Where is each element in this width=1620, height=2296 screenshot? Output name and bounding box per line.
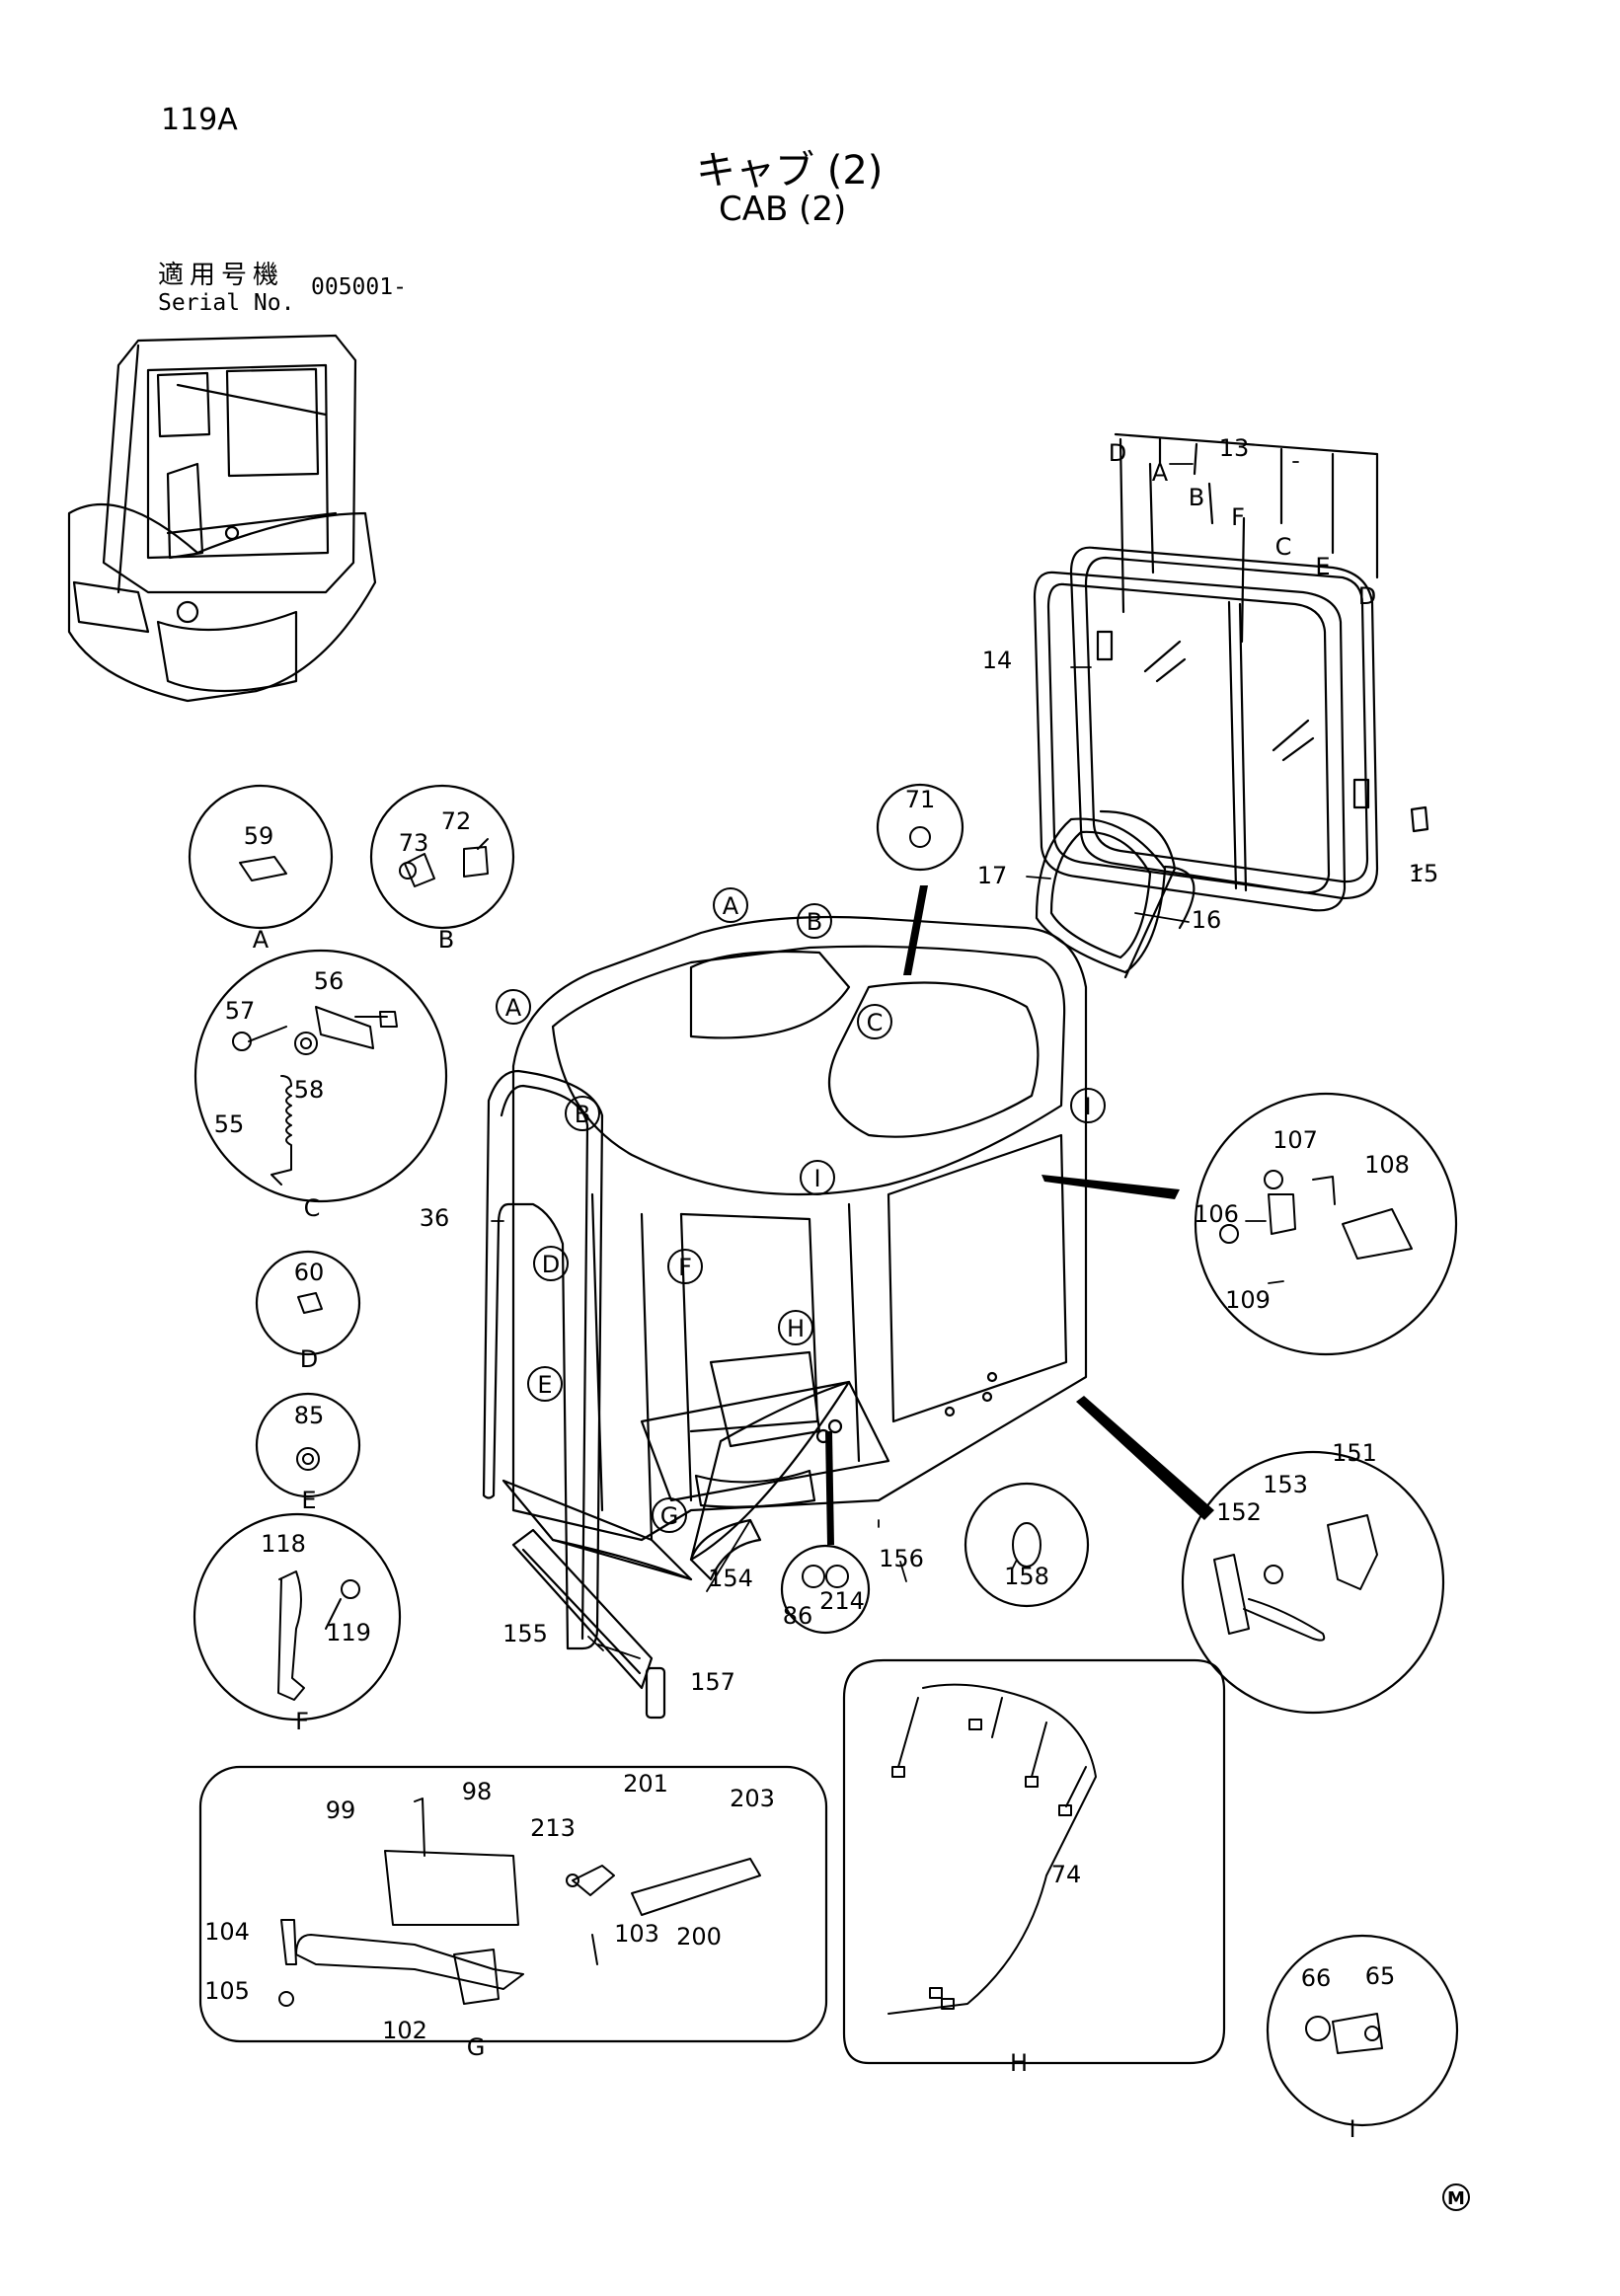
detail-label-a: A [253,926,270,954]
pointer-wedges [825,885,1214,1545]
callout-f: F [678,1254,692,1281]
title-english: CAB (2) [719,190,847,229]
cab-frame [501,915,1088,1581]
callout-a-left: A [505,994,522,1022]
part-label-118: 118 [261,1530,306,1558]
part-label-105: 105 [204,1977,250,2005]
window-letter-d1: D [1109,439,1126,467]
detail-label-g: G [467,2033,486,2061]
part-label-65: 65 [1365,1962,1396,1990]
part-label-103: 103 [614,1920,659,1948]
part-label-203: 203 [730,1785,775,1812]
part-label-213: 213 [530,1814,576,1842]
window-letter-b: B [1189,484,1204,511]
part-label-58: 58 [294,1076,325,1104]
door-weatherstrip [482,1069,604,1650]
window-letter-a: A [1152,459,1169,487]
part-label-152: 152 [1216,1498,1262,1526]
callout-c: C [867,1009,884,1036]
part-label-158: 158 [1004,1563,1049,1590]
footer-mark: M [1442,2183,1470,2211]
part-label-102: 102 [382,2017,427,2044]
part-label-109: 109 [1225,1286,1271,1314]
callout-e: E [537,1371,552,1399]
part-label-57: 57 [225,997,256,1025]
detail-label-e: E [301,1487,316,1514]
part-label-14: 14 [982,647,1013,674]
part-label-119: 119 [326,1619,371,1646]
part-label-201: 201 [623,1770,668,1798]
serial-label-english: Serial No. [158,290,295,316]
part-label-214: 214 [819,1587,865,1615]
part-label-60: 60 [294,1259,325,1286]
detail-label-i: I [1349,2115,1355,2143]
detail-label-h: H [1010,2049,1028,2077]
detail-label-c: C [304,1194,321,1222]
part-label-17: 17 [977,862,1008,889]
callout-d: D [542,1251,560,1278]
window-letter-d2: D [1358,582,1376,610]
callout-g: G [660,1502,679,1530]
part-label-156: 156 [879,1545,924,1572]
part-label-66: 66 [1301,1964,1332,1992]
machine-thumbnail [67,334,377,703]
part-label-15: 15 [1409,860,1439,887]
part-labels: 13 D A B F C E D 14 15 17 16 71 59 72 73… [204,434,1438,2143]
window-letter-f: F [1231,503,1245,531]
serial-label-japanese: 適用号機 [158,261,285,290]
part-label-36: 36 [420,1204,450,1232]
callout-b-top: B [807,908,822,936]
detail-label-b: B [438,926,454,954]
page-code: 119A [161,103,238,137]
sliding-window-assembly [1033,432,1429,912]
corner-window-glass [1035,809,1196,979]
part-label-72: 72 [441,807,472,835]
part-label-59: 59 [244,822,274,850]
part-label-157: 157 [690,1668,735,1696]
leader-lines [491,461,1423,1659]
callout-b-left: B [575,1101,590,1128]
part-label-74: 74 [1051,1861,1082,1888]
part-label-106: 106 [1194,1200,1239,1228]
part-label-155: 155 [502,1620,548,1647]
detail-label-d: D [300,1345,318,1373]
part-label-154: 154 [708,1565,753,1592]
part-label-85: 85 [294,1402,325,1429]
callout-h: H [787,1315,805,1342]
callout-a-top: A [723,892,739,920]
part-label-86: 86 [783,1602,813,1630]
part-label-104: 104 [204,1918,250,1946]
title-japanese: キャブ (2) [696,148,884,193]
detail-circles [188,783,1459,2127]
part-label-13: 13 [1219,434,1250,462]
part-label-107: 107 [1273,1126,1318,1154]
window-letter-e: E [1315,553,1330,580]
callout-i-center: I [813,1165,820,1192]
part-label-153: 153 [1263,1471,1308,1498]
part-label-56: 56 [314,967,345,995]
part-label-151: 151 [1332,1439,1377,1467]
footer-mark-letter: M [1447,2188,1465,2209]
window-letter-c: C [1275,533,1292,561]
detail-label-f: F [295,1708,309,1735]
part-label-73: 73 [399,829,429,857]
cab-callouts: A B A C B I I D F H E G [496,887,1106,1533]
part-label-55: 55 [214,1110,245,1138]
part-label-98: 98 [462,1778,493,1805]
detail-parts [232,826,1413,2054]
part-label-16: 16 [1192,906,1222,934]
part-label-108: 108 [1364,1151,1410,1179]
serial-number-value: 005001- [311,274,407,300]
callout-i-right: I [1084,1093,1091,1120]
part-label-71: 71 [905,786,936,813]
part-label-99: 99 [326,1797,356,1824]
part-label-200: 200 [676,1923,722,1951]
